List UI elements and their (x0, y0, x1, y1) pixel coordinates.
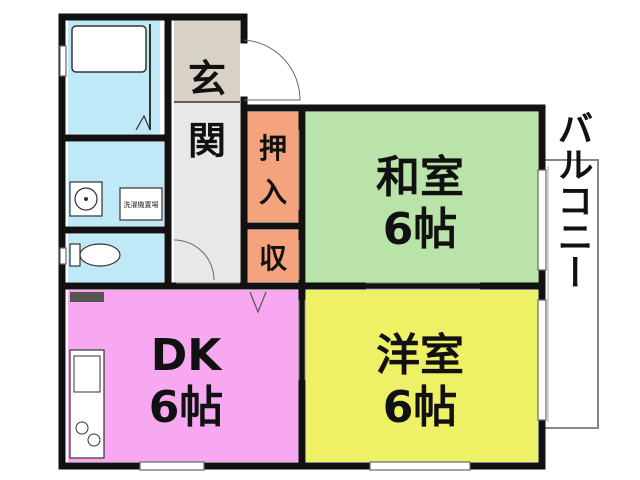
balcony-label: バルコニー (552, 110, 593, 290)
washitsu-name: 和室 (376, 152, 464, 203)
shuno-fill (246, 230, 300, 282)
washer-label: 洗濯機置場 (124, 200, 159, 209)
fridge-space (70, 292, 104, 302)
interior-sliding-doors (176, 130, 480, 380)
stove-burner-1 (75, 421, 89, 435)
toilet-bowl (79, 243, 121, 267)
washer-place (119, 187, 163, 221)
genkan-label-1: 玄 (188, 57, 226, 101)
youshitsu-fill (306, 290, 538, 462)
balcony-area (541, 159, 599, 429)
dk-name: DK (151, 330, 224, 381)
bathtub (71, 25, 147, 73)
stove-burner-2 (87, 433, 101, 447)
sink (73, 355, 101, 393)
youshitsu-name: 洋室 (376, 330, 464, 381)
genkan-label-2: 関 (188, 119, 226, 163)
shuno-label: 収 (259, 242, 288, 275)
corridor-fill (174, 102, 240, 286)
toilet-door-swing (173, 239, 215, 281)
oshiire-label-1: 押 (259, 132, 287, 165)
toilet-tank (69, 243, 81, 267)
windows (59, 45, 547, 471)
dk-fill (68, 290, 300, 462)
dk-door-marker (249, 291, 267, 314)
oshiire-label-2: 入 (259, 176, 287, 209)
youshitsu-size: 6帖 (383, 382, 458, 433)
entrance-door-swing (243, 39, 301, 101)
genkan-fill (174, 20, 240, 102)
dk-size: 6帖 (149, 382, 224, 433)
oshiire-fill (246, 112, 300, 222)
washitsu-fill (306, 112, 538, 284)
washitsu-size: 6帖 (383, 204, 458, 255)
